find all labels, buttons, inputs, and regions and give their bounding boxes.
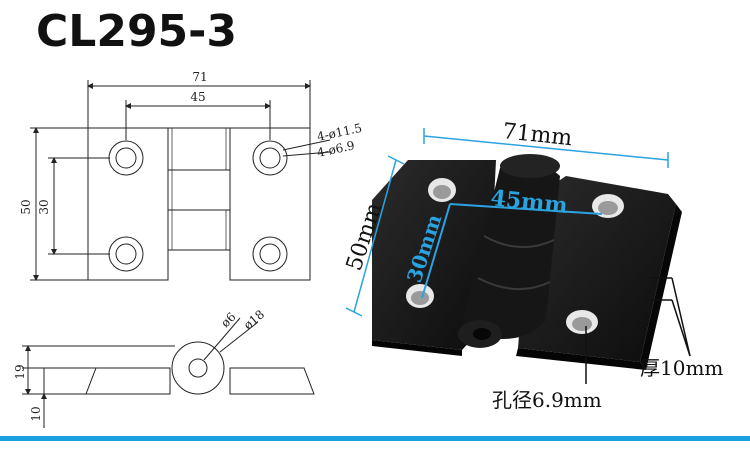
pin-circle (188, 358, 208, 378)
knuckle-outline (167, 127, 231, 251)
front-view-drawing (30, 80, 331, 281)
dim-width-total: 71 (192, 70, 207, 84)
knuckle-circle (171, 341, 225, 395)
hole-top-left (108, 140, 144, 176)
hole-bottom-left (108, 236, 144, 272)
dim-height-total: 50 (19, 199, 33, 214)
photo-width-label: 71mm (501, 119, 573, 151)
hole-top-right (252, 140, 288, 176)
bottom-accent-rule (0, 436, 750, 441)
photo-hole-diameter-label: 孔径6.9mm (492, 388, 602, 412)
left-plate-outline (87, 127, 169, 281)
photo-leader-lines (585, 277, 691, 384)
photo-annotation-lines (345, 128, 669, 317)
right-plate-outline (229, 127, 311, 281)
side-view-drawing (22, 317, 315, 428)
pin-diameter: ø6 (218, 310, 238, 330)
side-height: 19 (13, 364, 27, 379)
side-thickness: 10 (29, 406, 43, 421)
knuckle-diameter: ø18 (241, 307, 267, 332)
hole-bottom-right (252, 236, 288, 272)
dim-hole-spacing-x: 45 (190, 90, 205, 104)
dim-hole-spacing-y: 30 (37, 199, 51, 214)
product-model-title: CL295-3 (36, 6, 238, 57)
photo-thickness-label: 厚10mm (640, 356, 723, 380)
